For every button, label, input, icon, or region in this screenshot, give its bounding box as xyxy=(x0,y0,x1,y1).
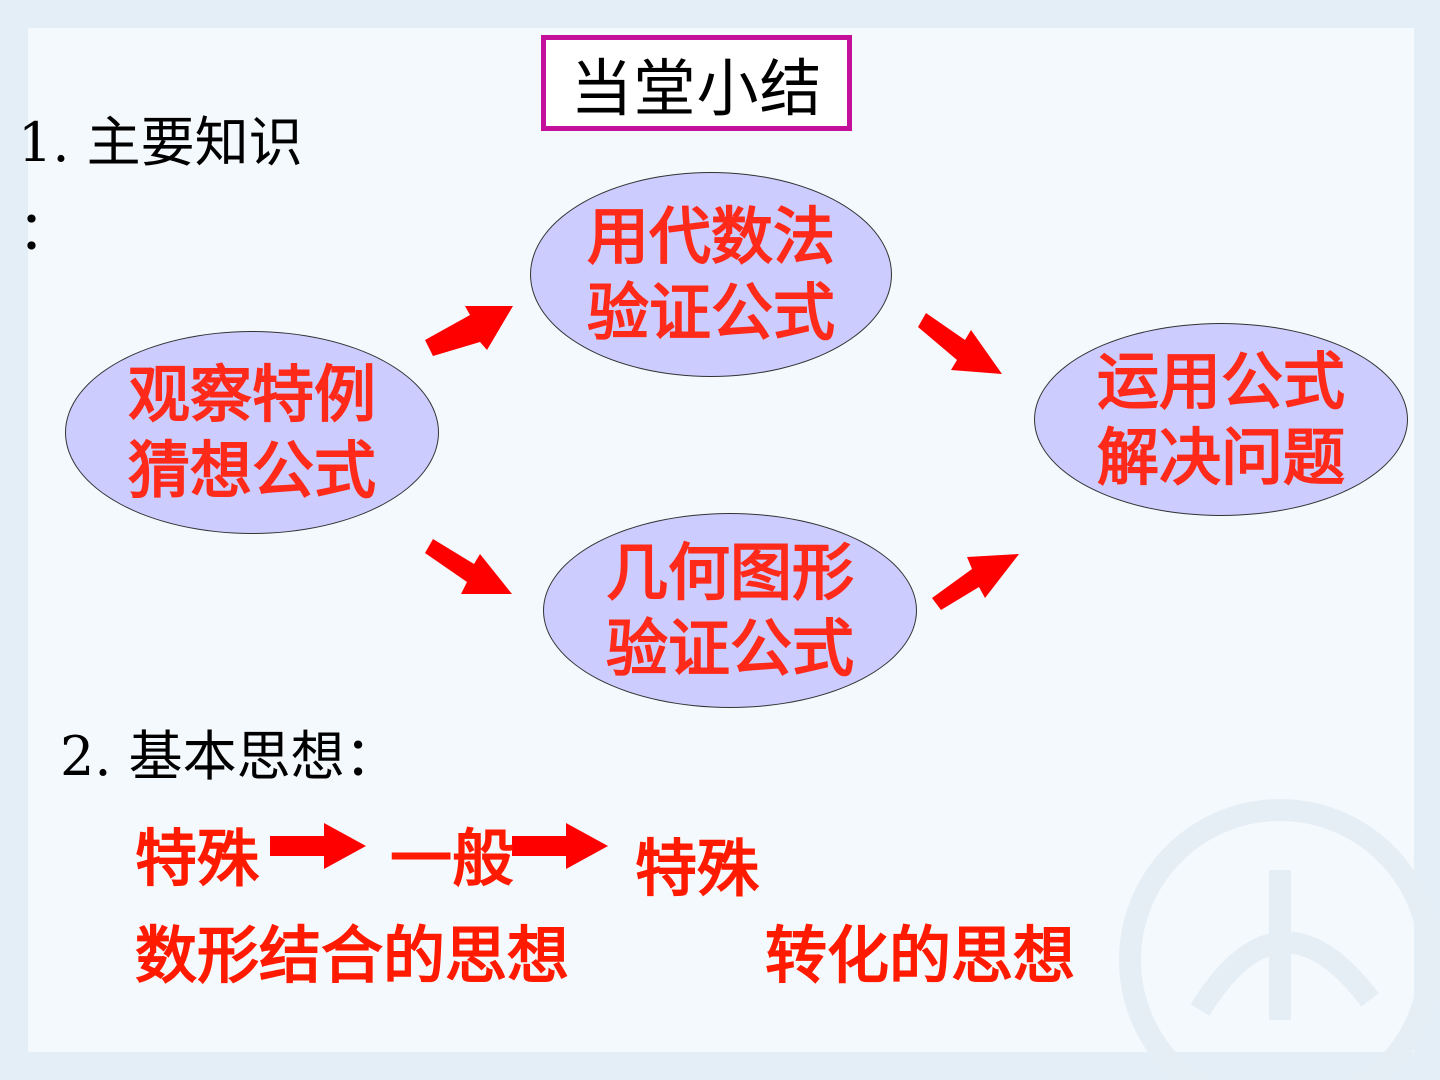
node-apply-line2: 解决问题 xyxy=(1096,420,1345,494)
idea-transformation: 转化的思想 xyxy=(765,919,1076,992)
node-geometry-line2: 验证公式 xyxy=(605,611,854,685)
watermark-logo xyxy=(1119,799,1440,1080)
node-algebra-line1: 用代数法 xyxy=(586,199,835,273)
section-heading-thinking: 2. 基本思想： xyxy=(60,725,399,788)
node-apply-line1: 运用公式 xyxy=(1096,344,1345,418)
node-observe-line2: 猜想公式 xyxy=(127,433,376,507)
node-apply-solve: 运用公式 解决问题 xyxy=(1034,323,1408,516)
flow-item-special-2: 特殊 xyxy=(635,832,760,905)
section-heading-colon: ： xyxy=(18,199,72,262)
node-algebra-verify: 用代数法 验证公式 xyxy=(530,172,892,377)
node-geometry-line1: 几何图形 xyxy=(605,535,854,609)
page-title: 当堂小结 xyxy=(541,35,852,131)
node-algebra-line2: 验证公式 xyxy=(586,275,835,349)
node-observe-guess: 观察特例 猜想公式 xyxy=(65,331,439,534)
flow-item-general: 一般 xyxy=(390,822,515,895)
node-geometry-verify: 几何图形 验证公式 xyxy=(543,513,917,708)
section-heading-knowledge: 1. 主要知识 xyxy=(18,111,303,174)
node-observe-line1: 观察特例 xyxy=(127,357,376,431)
idea-number-shape: 数形结合的思想 xyxy=(135,919,570,992)
flow-item-special-1: 特殊 xyxy=(135,822,260,895)
